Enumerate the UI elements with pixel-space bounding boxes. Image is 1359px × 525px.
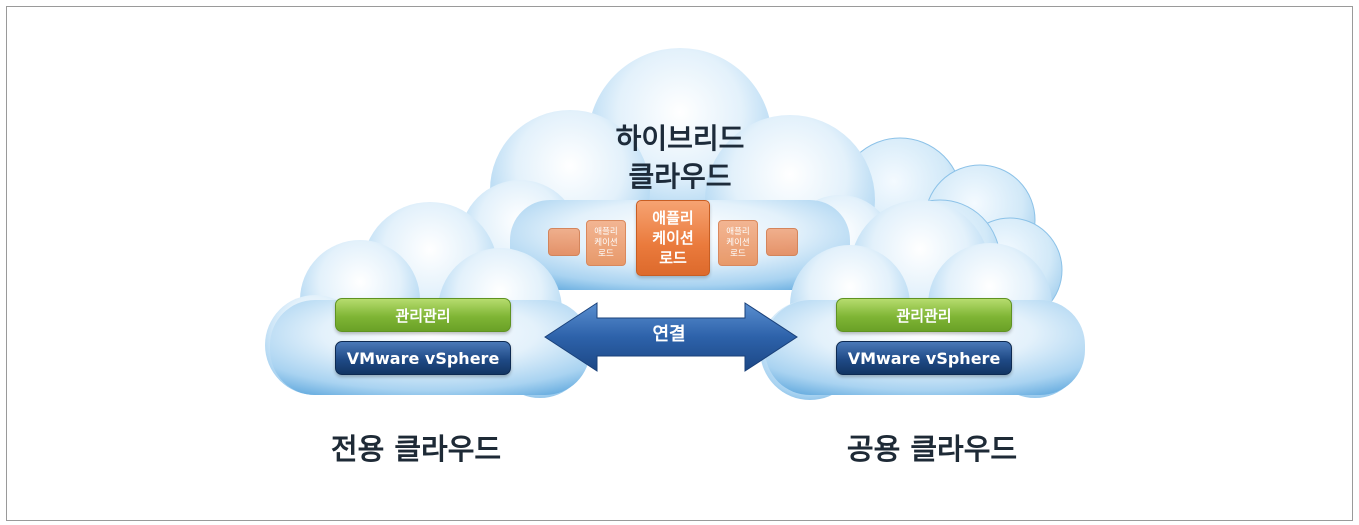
app-block-main: 애플리 케이션 로드 [636,200,710,276]
app-right-line1: 애플리 [726,226,750,237]
app-main-line2: 케이션 [652,229,694,247]
private-management-bar: 관리관리 [335,298,511,332]
connection-arrow [544,302,798,372]
app-main-line3: 로드 [659,249,687,267]
app-block-left: 애플리 케이션 로드 [586,220,626,266]
public-cloud-label: 공용 클라우드 [846,432,1018,466]
app-right-line2: 케이션 [726,237,750,248]
public-vsphere-bar: VMware vSphere [836,341,1012,375]
hybrid-cloud-title: 하이브리드 클라우드 [560,120,800,196]
hybrid-title-line1: 하이브리드 [615,122,745,155]
app-block-right: 애플리 케이션 로드 [718,220,758,266]
private-vsphere-bar: VMware vSphere [335,341,511,375]
app-left-line3: 로드 [598,248,614,259]
connection-label: 연결 [652,324,686,345]
app-main-line1: 애플리 [652,209,694,227]
public-management-bar: 관리관리 [836,298,1012,332]
private-cloud-label: 전용 클라우드 [330,432,502,466]
app-left-line2: 케이션 [594,237,618,248]
app-block-far-left [548,228,580,256]
hybrid-title-line2: 클라우드 [628,160,732,193]
app-right-line3: 로드 [730,248,746,259]
app-block-far-right [766,228,798,256]
app-left-line1: 애플리 [594,226,618,237]
